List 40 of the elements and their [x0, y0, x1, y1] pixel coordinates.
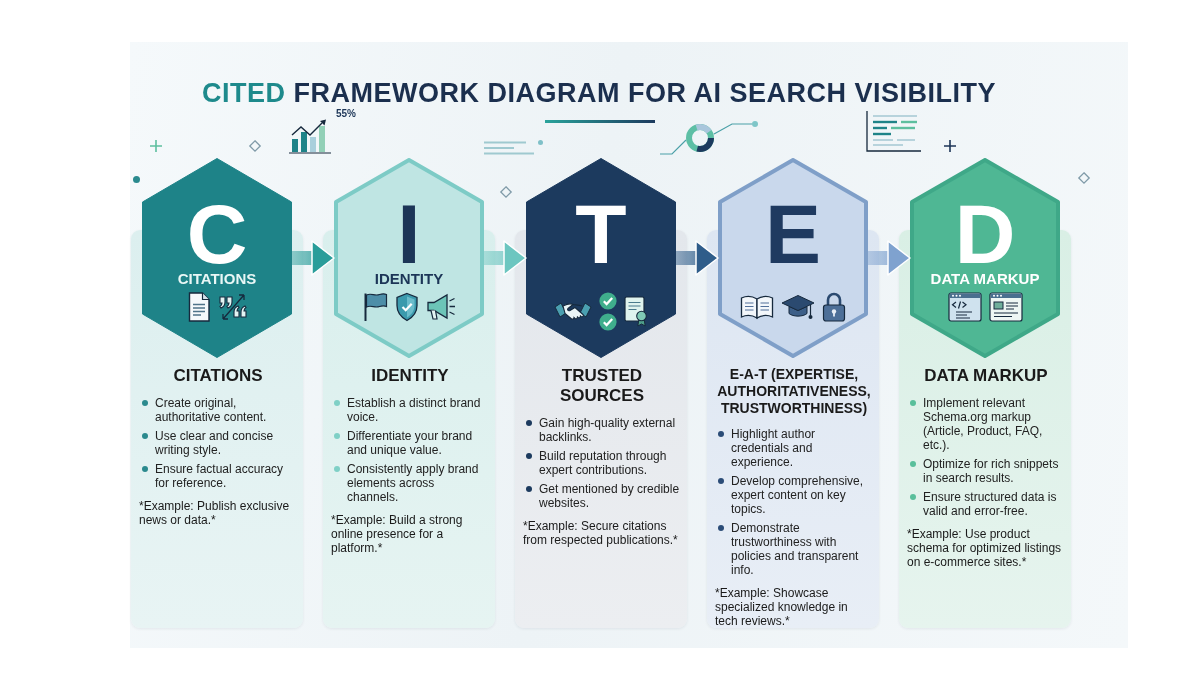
bullet-text: Create original, authoritative content. [155, 396, 268, 424]
example-note: *Example: Build a strong online presence for a platform.* [331, 513, 464, 555]
initial-letter: C [186, 200, 248, 268]
card-heading: E-A-T (EXPERTISE, AUTHORITATIVENESS, TRUSTWORTHINESS) [716, 366, 872, 417]
hexagon-badge [334, 158, 484, 358]
card-heading: DATA MARKUP [924, 366, 1048, 386]
bullet-text: Use clear and concise writing style. [155, 429, 275, 457]
initial-letter: T [575, 200, 627, 268]
bullet-text: Differentiate your brand and unique value. [347, 429, 474, 457]
initial-letter: E [765, 200, 821, 268]
pillar-label: CITATIONS [177, 270, 257, 287]
arrow [868, 240, 911, 276]
bullet-text: Ensure structured data is valid and error-free. [923, 490, 1058, 518]
chart-value-label: 55% [336, 108, 356, 120]
card-heading: CITATIONS [173, 366, 263, 386]
bullet-text: Demonstrate trustworthiness with policies and transparent info. [731, 521, 860, 577]
initial-letter: I [397, 200, 421, 268]
bullet-text: Establish a distinct brand voice. [347, 396, 482, 424]
arrow [676, 240, 719, 276]
bullet-text: Ensure factual accuracy for reference. [155, 462, 285, 490]
bullet-text: Highlight author credentials and experience. [731, 427, 817, 469]
bullet-text: Gain high-quality external backlinks. [539, 416, 677, 444]
example-note: *Example: Publish exclusive news or data.* [139, 499, 291, 527]
bullet-text: Develop comprehensive, expert content on key topics. [731, 474, 865, 516]
arrow [484, 240, 527, 276]
card-heading: TRUSTED SOURCES [558, 366, 646, 406]
bullet-text: Implement relevant Schema.org markup (Article, Product, FAQ, etc.). [923, 396, 1044, 452]
example-note: *Example: Use product schema for optimized listings on e-commerce sites.* [907, 527, 1063, 569]
bullet-text: Optimize for rich snippets in search results. [923, 457, 1060, 485]
pillar-label: IDENTITY [374, 270, 444, 287]
pillar-label: DATA MARKUP [930, 270, 1040, 287]
example-note: *Example: Showcase specialized knowledge in tech reviews.* [715, 586, 849, 628]
bullet-text: Get mentioned by credible websites. [539, 482, 681, 510]
initial-letter: D [954, 200, 1016, 268]
bullet-text: Consistently apply brand elements across channels. [347, 462, 480, 504]
title: CITED FRAMEWORK DIAGRAM FOR AI SEARCH VISIBILITY [202, 78, 996, 109]
card-heading: IDENTITY [371, 366, 449, 386]
arrow [292, 240, 335, 276]
example-note: *Example: Secure citations from respected publications.* [523, 519, 679, 547]
bullet-text: Build reputation through expert contributions. [539, 449, 668, 477]
